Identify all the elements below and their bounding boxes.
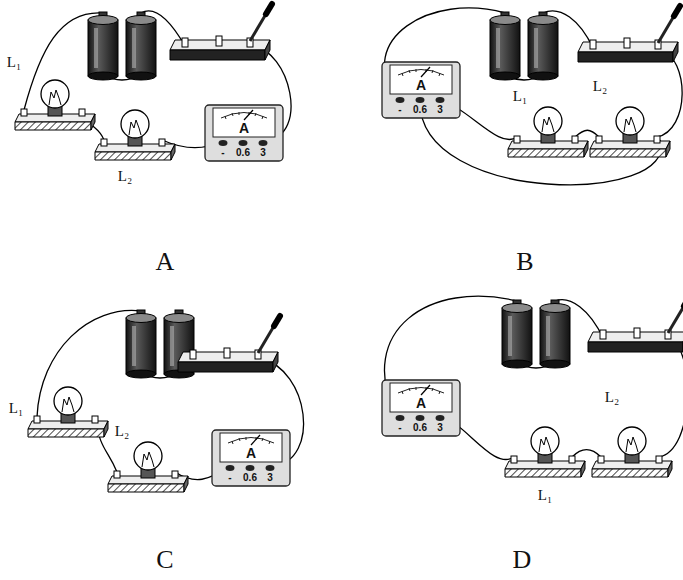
terminal-label: - — [221, 148, 224, 158]
bulb-label: L₂ — [593, 79, 607, 94]
terminal-label: - — [398, 423, 401, 433]
terminal-label: 3 — [437, 105, 443, 115]
ammeter — [382, 380, 460, 436]
meter-letter: A — [416, 396, 426, 410]
terminal-label: 0.6 — [413, 423, 427, 433]
bulb-on-base — [15, 80, 95, 130]
meter-letter: A — [416, 78, 426, 92]
figure-caption: A — [156, 249, 175, 275]
battery-cell — [490, 12, 520, 80]
knife-switch — [170, 4, 272, 60]
knife-switch — [588, 296, 683, 352]
bulb-label: L₁ — [513, 89, 527, 104]
ammeter — [212, 430, 290, 486]
bulb-label: L₂ — [605, 390, 619, 405]
wire — [37, 310, 141, 417]
meter-letter: A — [246, 446, 256, 460]
bulb-label: L₂ — [115, 424, 129, 439]
battery-cell — [502, 300, 532, 368]
battery-cell — [126, 12, 156, 80]
figure-caption: B — [516, 249, 533, 275]
bulb-on-base — [508, 107, 588, 157]
bulb-on-base — [505, 427, 585, 477]
wire — [575, 130, 599, 137]
knife-switch — [178, 316, 280, 372]
terminal-label: 3 — [267, 473, 273, 483]
wire — [572, 450, 601, 458]
figure-caption: C — [156, 547, 173, 573]
terminal-label: - — [398, 105, 401, 115]
wire — [659, 338, 683, 457]
bulb-label: L₁ — [7, 55, 21, 70]
bulb-label: L₁ — [538, 488, 552, 503]
bulb-on-base — [590, 107, 670, 157]
bulb-label: L₁ — [9, 401, 23, 416]
meter-letter: A — [239, 121, 249, 135]
battery-cell — [528, 12, 558, 80]
terminal-label: 3 — [260, 148, 266, 158]
bulb-on-base — [28, 387, 108, 437]
terminal-label: 0.6 — [236, 148, 250, 158]
bulb-on-base — [108, 442, 188, 492]
wires — [24, 8, 683, 480]
terminal-label: 0.6 — [413, 105, 427, 115]
terminal-label: 0.6 — [243, 473, 257, 483]
ammeter — [382, 62, 460, 118]
bulb-label: L₂ — [118, 169, 132, 184]
battery-cell — [126, 310, 156, 378]
figure-caption: D — [513, 547, 532, 573]
battery-cell — [88, 12, 118, 80]
battery-cell — [540, 300, 570, 368]
knife-switch — [578, 6, 680, 62]
terminal-label: - — [228, 473, 231, 483]
terminal-label: 3 — [437, 423, 443, 433]
ammeter — [205, 105, 283, 161]
bulb-on-base — [592, 427, 672, 477]
bulb-on-base — [95, 110, 175, 160]
